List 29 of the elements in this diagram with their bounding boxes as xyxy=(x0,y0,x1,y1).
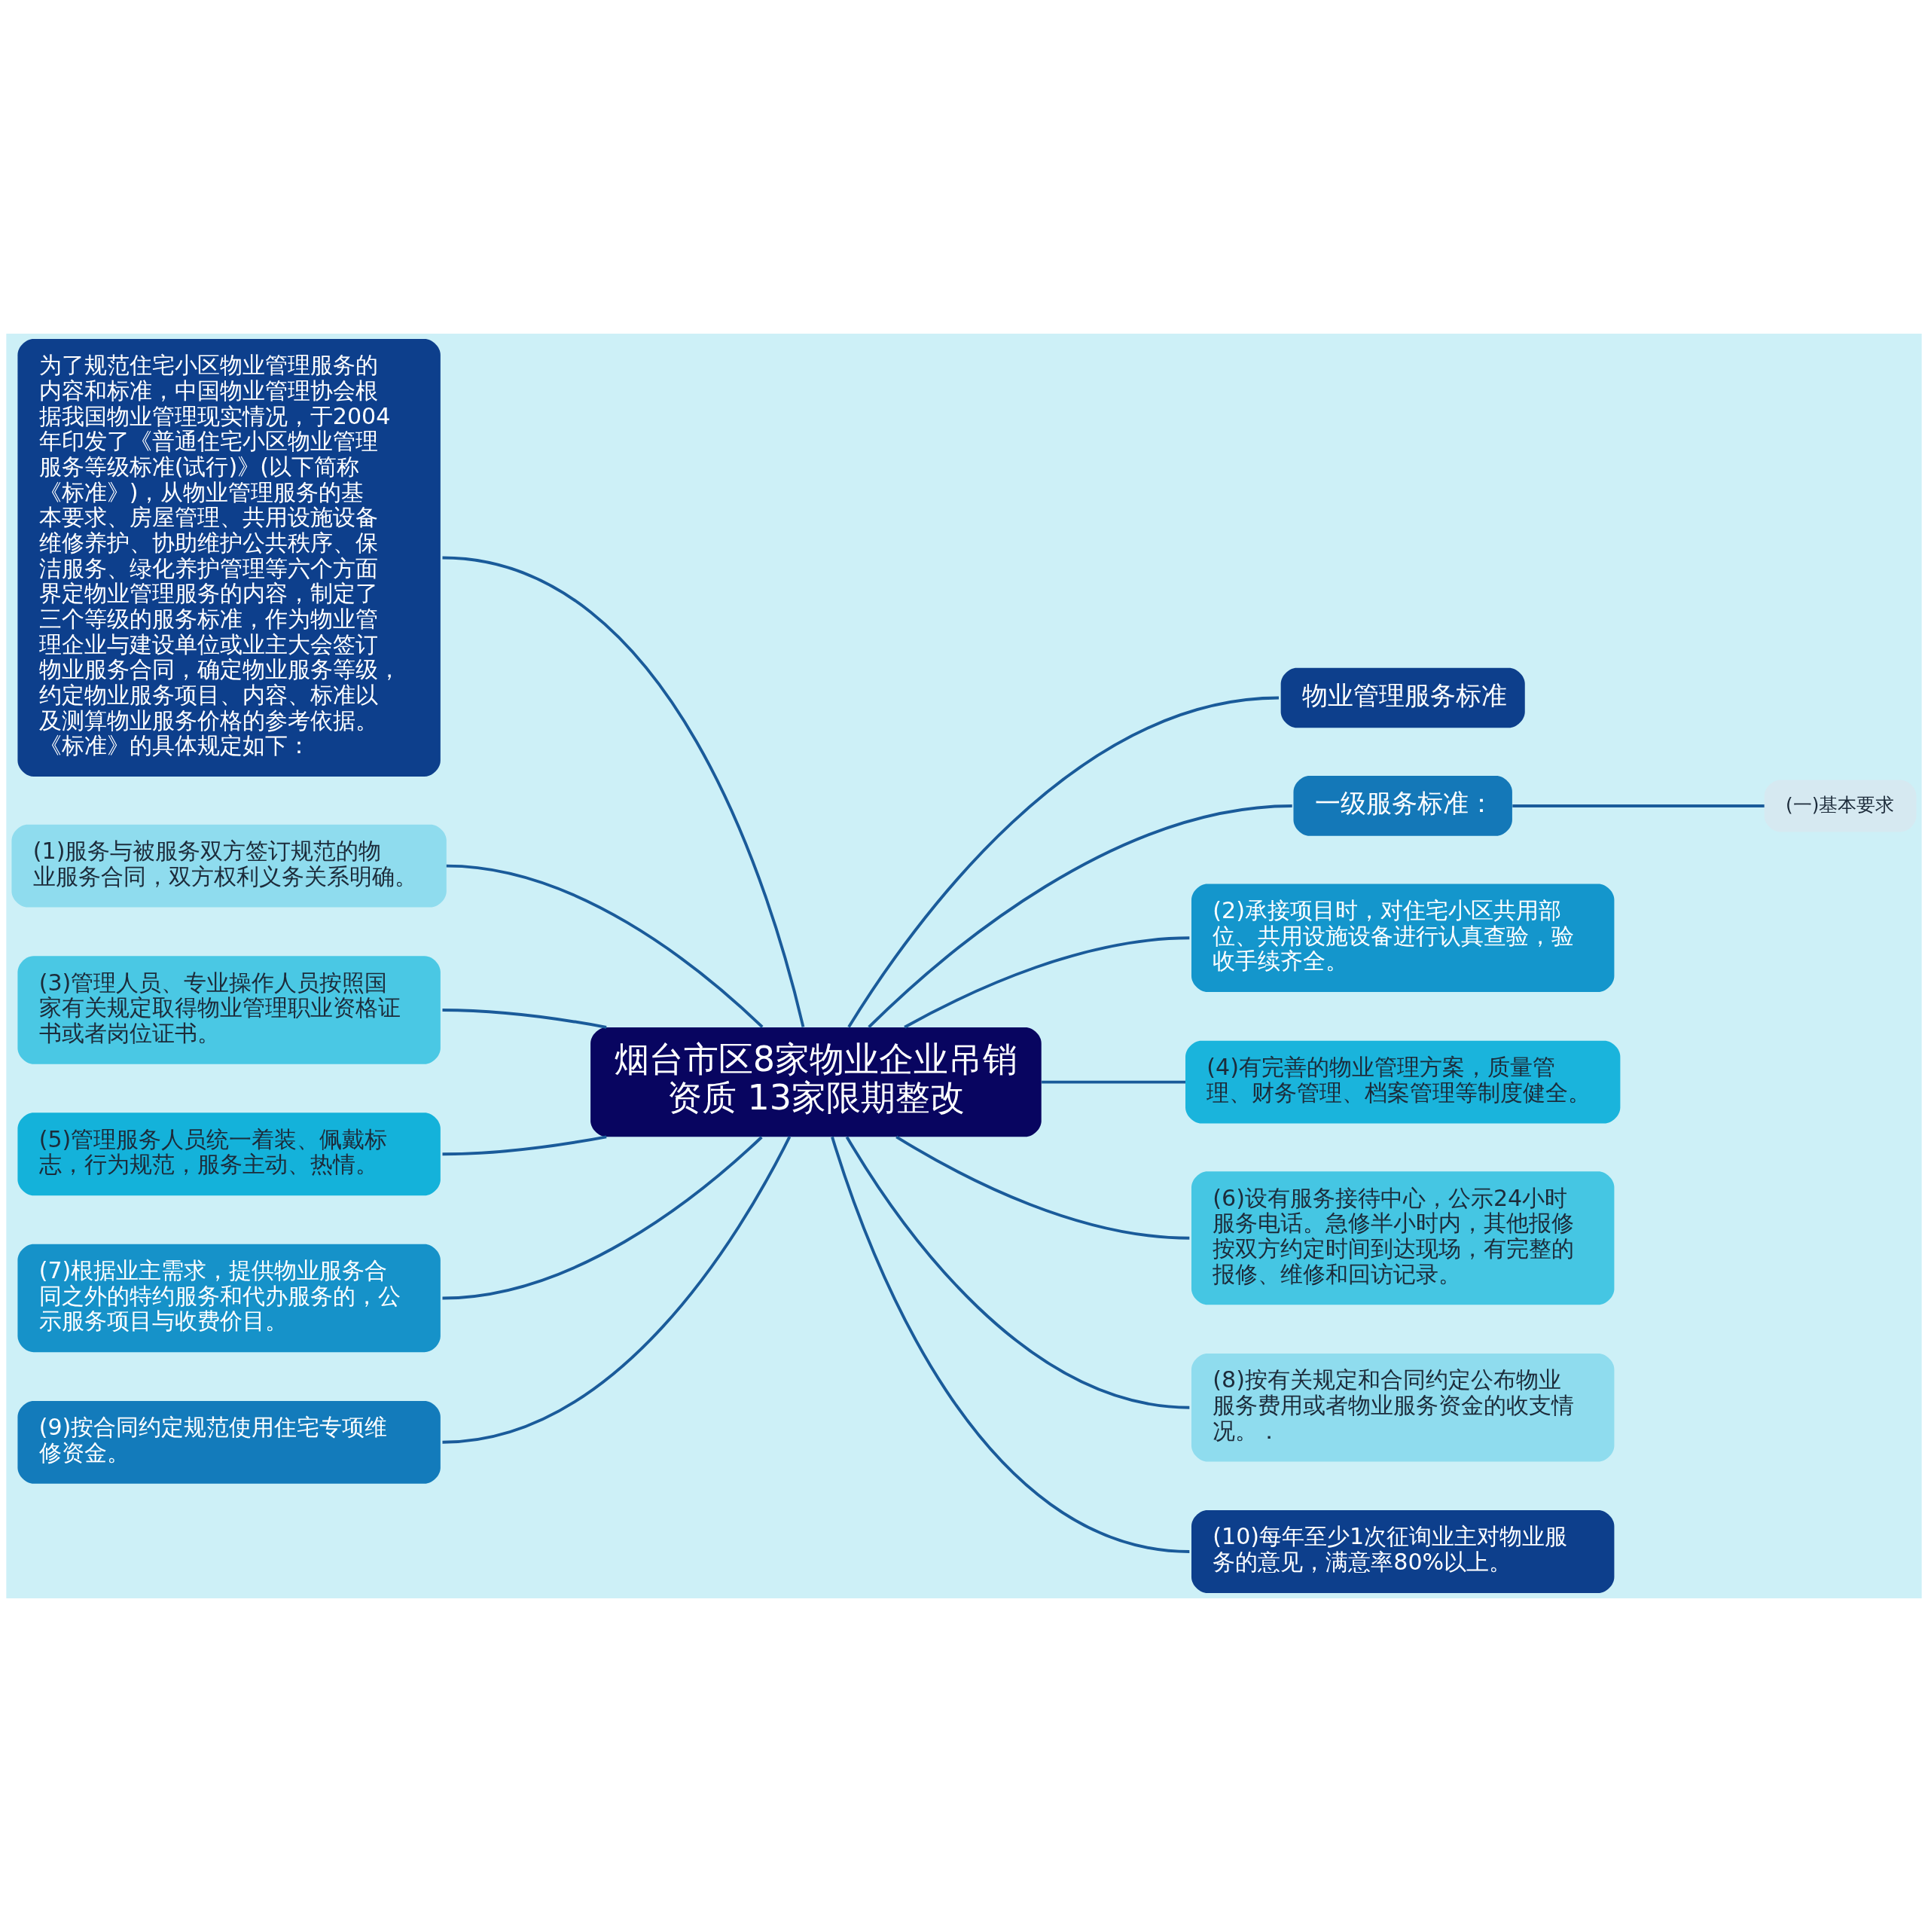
node-box: (1)服务与被服务双方签订规范的物业服务合同，双方权利义务关系明确。 xyxy=(11,824,447,908)
connector xyxy=(868,804,1292,1029)
node-box: (7)根据业主需求，提供物业服务合同之外的特约服务和代办服务的，公示服务项目与收费价目。 xyxy=(17,1244,441,1353)
node-box: (2)承接项目时，对住宅小区共用部位、共用设施设备进行认真查验，验收手续齐全。 xyxy=(1191,884,1615,993)
connector xyxy=(442,1009,607,1029)
connector xyxy=(446,864,764,1028)
node-box: 为了规范住宅小区物业管理服务的内容和标准，中国物业管理协会根据我国物业管理现实情况，于2004年印发了《普通住宅小区物业管理服务等级标准(试行)》(以下简称《标准》)，从物业管理服务的基本要求、房屋管理、共用设施设备维修养护、协助维护公共秩序、保洁服务、绿化养护管理等六个方面界定物业管理服务的内容，制定了三个等级的服务标准，作为物业管理企业与建设单位或业主大会签订物业服务合同，确定物业服务等级，约定物业服务项目、内容、标准以及测算物业服务价格的参考依据。《标准》的具体规定如下： xyxy=(17,339,441,777)
node-box: 烟台市区8家物业企业吊销资质 13家限期整改 xyxy=(590,1027,1042,1137)
connector xyxy=(904,936,1190,1029)
node-box: (4)有完善的物业管理方案，质量管理、财务管理、档案管理等制度健全。 xyxy=(1185,1040,1621,1124)
node-box: (10)每年至少1次征询业主对物业服务的意见，满意率80%以上。 xyxy=(1191,1510,1615,1593)
connector xyxy=(442,556,805,1027)
connector xyxy=(1042,1080,1185,1084)
connector xyxy=(895,1135,1190,1240)
node-box: (5)管理服务人员统一着装、佩戴标志，行为规范，服务主动、热情。 xyxy=(17,1113,441,1196)
node-box: 一级服务标准： xyxy=(1293,776,1512,836)
node-box: (9)按合同约定规范使用住宅专项维修资金。 xyxy=(17,1400,441,1484)
connector xyxy=(845,1136,1190,1409)
connector xyxy=(442,1136,763,1300)
connector xyxy=(1512,804,1765,807)
connector xyxy=(831,1136,1190,1553)
node-box: (6)设有服务接待中心，公示24小时服务电话。急修半小时内，其他报修按双方约定时间到达现场，有完整的报修、维修和回访记录。 xyxy=(1191,1171,1615,1305)
node-box: 物业管理服务标准 xyxy=(1280,667,1525,728)
connector xyxy=(442,1136,792,1444)
node-box: (3)管理人员、专业操作人员按照国家有关规定取得物业管理职业资格证书或者岗位证书。 xyxy=(17,956,441,1064)
connector xyxy=(847,696,1280,1028)
node-box: (8)按有关规定和合同约定公布物业服务费用或者物业服务资金的收支情况。． xyxy=(1191,1354,1615,1462)
node-box: (一)基本要求 xyxy=(1764,780,1917,832)
connector xyxy=(442,1135,607,1156)
